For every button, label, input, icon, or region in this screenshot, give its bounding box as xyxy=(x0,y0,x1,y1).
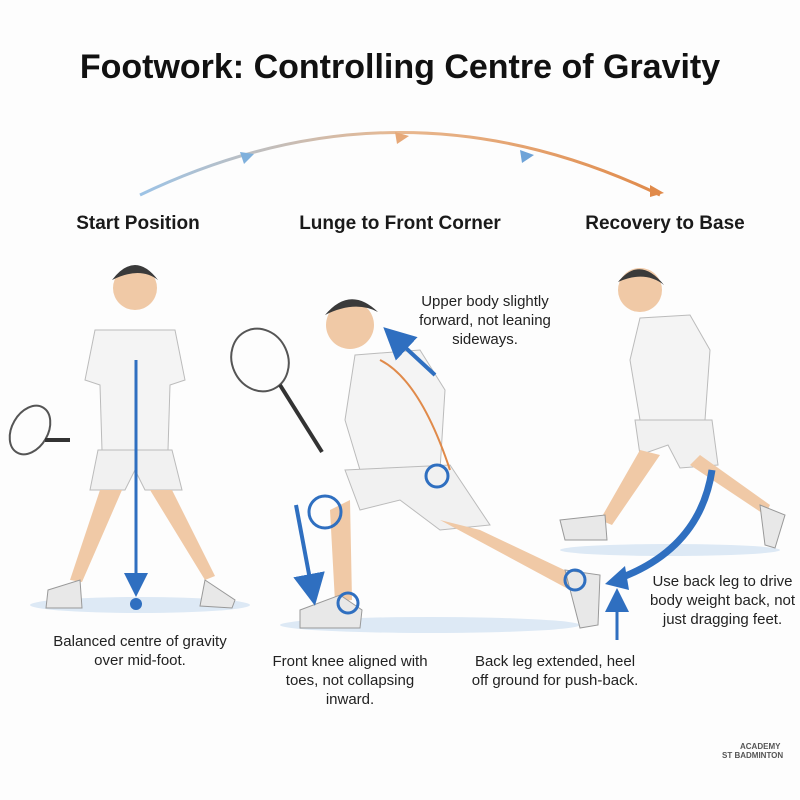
player-start-position xyxy=(8,265,250,613)
note-balanced: Balanced centre of gravity over mid-foot… xyxy=(53,633,227,669)
recovery-arrow xyxy=(613,469,716,584)
note-recovery: Use back leg to drive body weight back, … xyxy=(649,573,796,628)
player-recovery xyxy=(559,268,786,590)
heading-start-position: Start Position xyxy=(76,213,200,234)
arrow-head xyxy=(395,132,409,144)
page-title: Footwork: Controlling Centre of Gravity xyxy=(79,48,721,86)
player-lunge xyxy=(230,299,629,640)
heading-lunge: Lunge to Front Corner xyxy=(299,213,501,234)
note-front-knee: Front knee aligned with toes, not collap… xyxy=(272,653,428,708)
note-back-leg: Back leg extended, heel off ground for p… xyxy=(471,653,639,689)
note-upper-body: Upper body slightly forward, not leaning… xyxy=(419,293,551,348)
arrow-head xyxy=(650,185,664,197)
arrow-head xyxy=(240,152,254,164)
academy-logo: ACADEMY ST BADMINTON xyxy=(722,742,792,760)
logo-text: ST BADMINTON xyxy=(722,751,784,760)
heading-recovery: Recovery to Base xyxy=(585,213,745,234)
motion-arc-arrow xyxy=(139,131,661,197)
logo-text: ACADEMY xyxy=(740,742,781,751)
arrow-head xyxy=(520,150,534,163)
